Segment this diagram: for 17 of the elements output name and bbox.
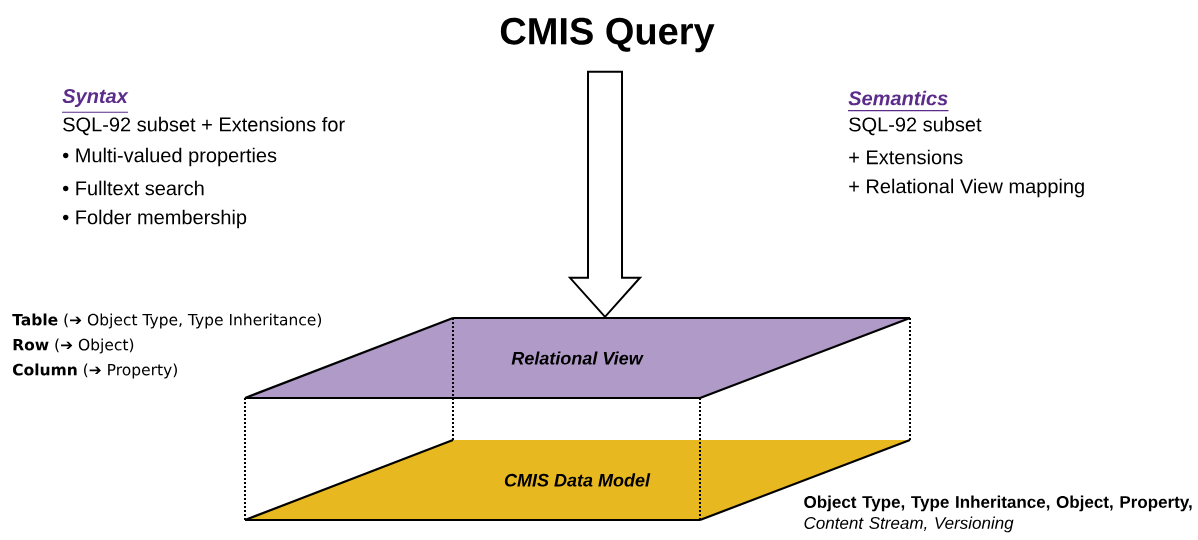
block-arrow <box>567 70 643 319</box>
text-line: + Extensions <box>849 149 963 165</box>
bullet-item: • Folder membership <box>63 209 247 229</box>
dotted-line <box>244 397 246 521</box>
title: CMIS Query <box>500 17 715 53</box>
mapping-note: Row (➔ Object) <box>13 338 134 354</box>
text-line: SQL-92 subset + Extensions for <box>63 116 345 136</box>
section-heading: Syntax <box>61 88 129 113</box>
bullet-item: • Multi-valued properties <box>63 147 277 167</box>
text-line: + Relational View mapping <box>849 178 1084 198</box>
mapping-note: Column (➔ Property) <box>13 363 177 379</box>
text-line: SQL-92 subset <box>849 116 982 136</box>
dotted-line <box>909 317 911 441</box>
bullet-item: • Fulltext search <box>63 180 204 196</box>
dotted-line <box>452 317 454 441</box>
section-heading: Semantics <box>847 90 950 112</box>
dotted-line <box>699 397 701 521</box>
